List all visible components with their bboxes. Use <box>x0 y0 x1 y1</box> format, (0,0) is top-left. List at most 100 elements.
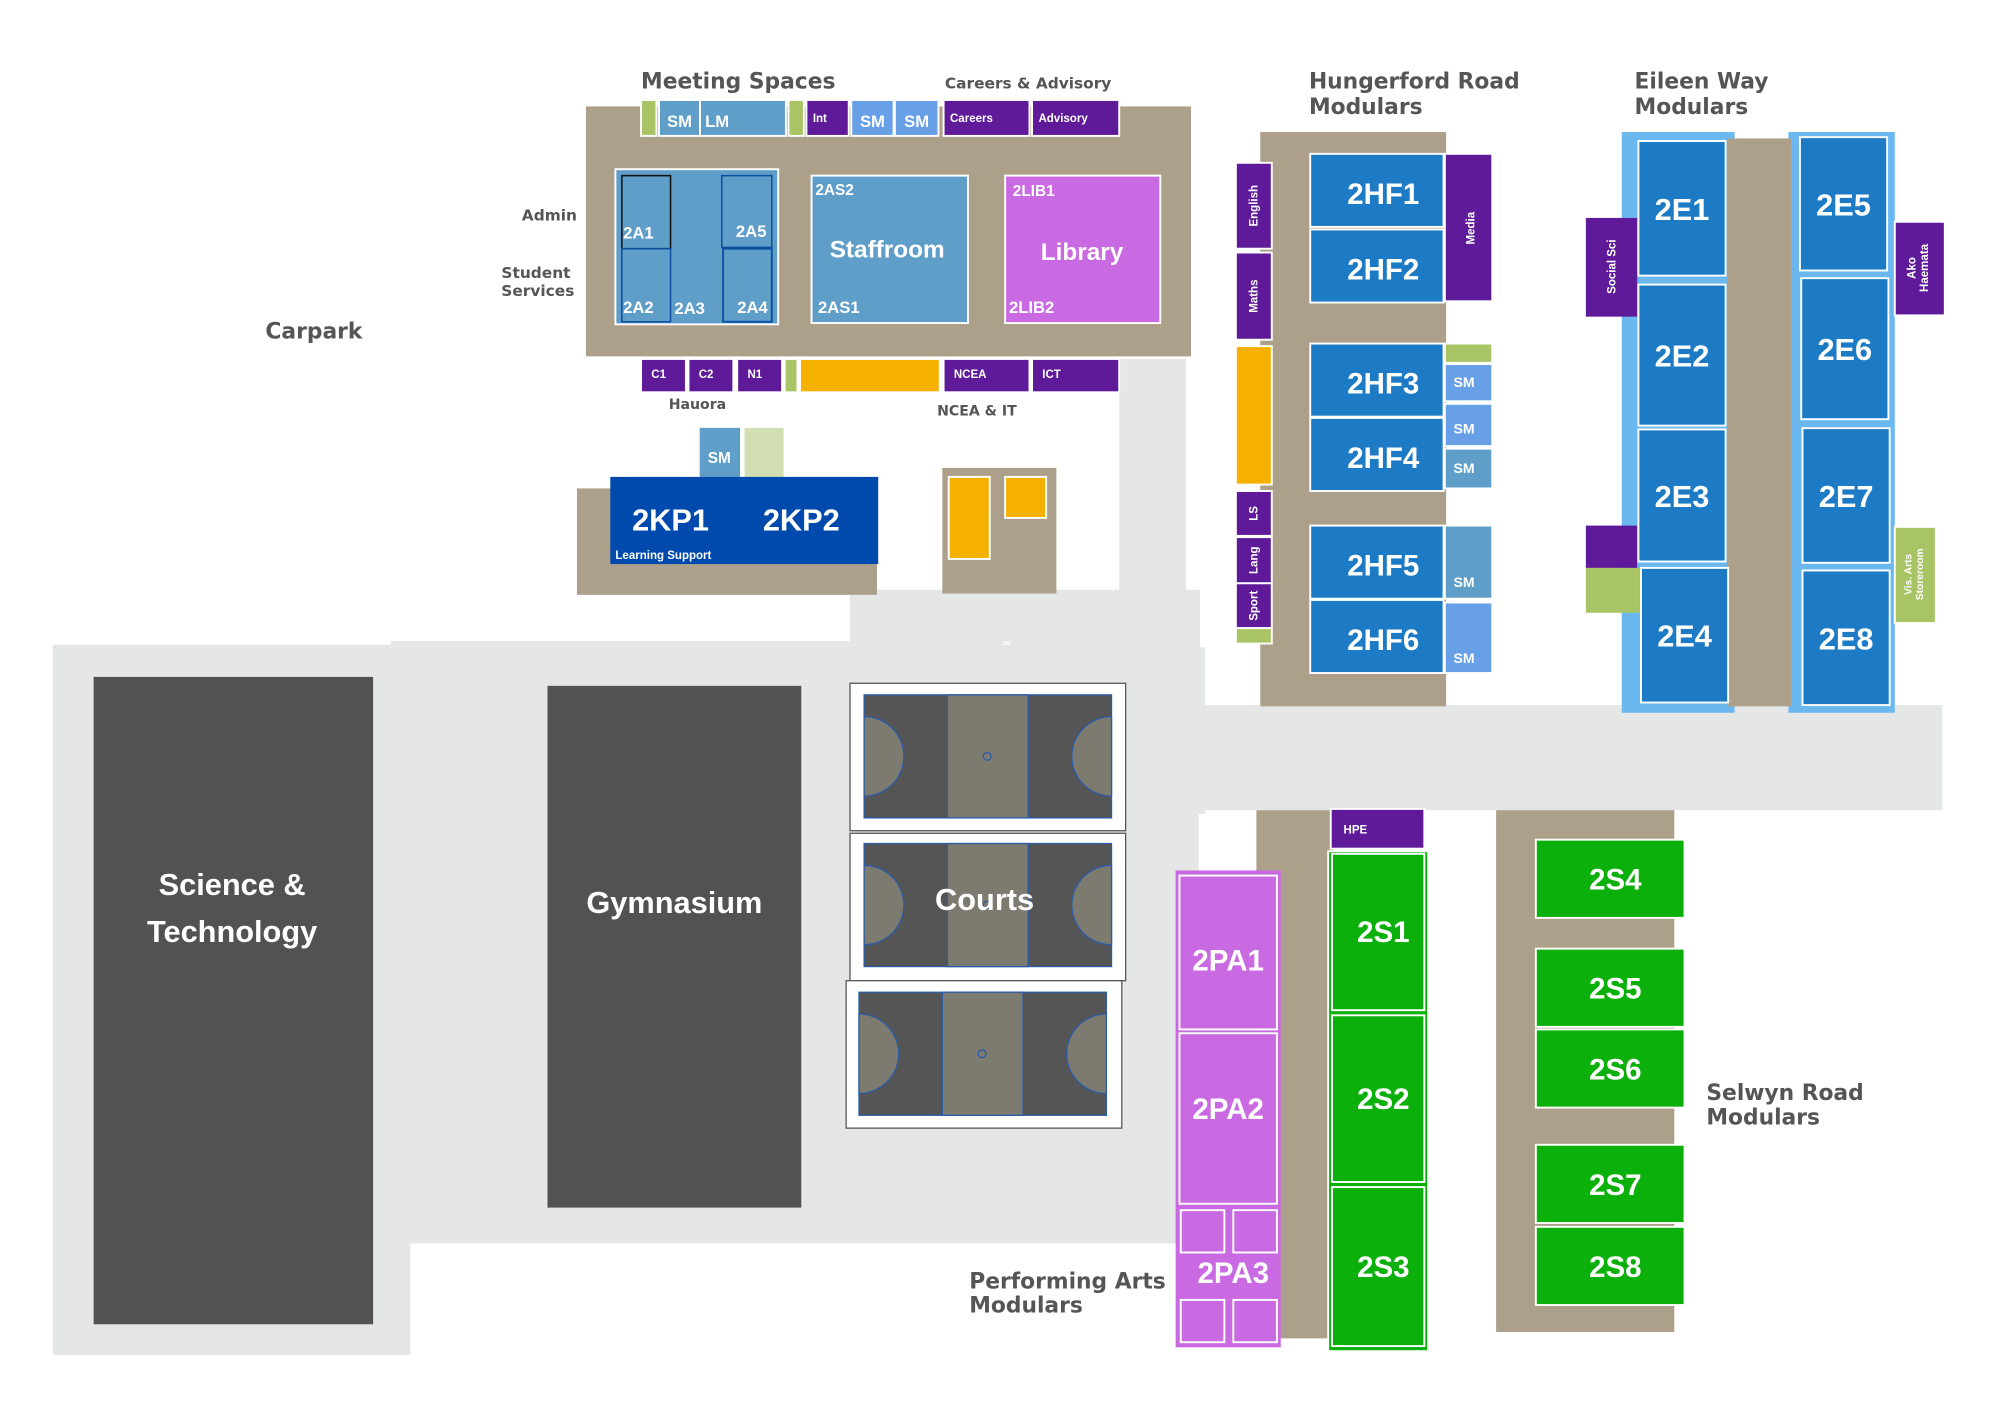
room-storage[interactable] <box>1234 345 1273 486</box>
room-label: 2E6 <box>1817 332 1872 367</box>
room-label: Careers <box>950 113 993 125</box>
room-storage[interactable] <box>1585 567 1640 613</box>
room-ict[interactable] <box>1031 357 1121 394</box>
room-sm[interactable] <box>850 99 895 137</box>
court-semicircle <box>863 715 905 797</box>
room-s1[interactable] <box>1331 852 1426 1012</box>
room-2pa3-part[interactable] <box>1232 1298 1278 1344</box>
room-2a4[interactable] <box>722 247 773 323</box>
room-sport[interactable] <box>1234 582 1273 630</box>
room-ls[interactable] <box>1234 490 1273 537</box>
room-e2[interactable] <box>1637 283 1727 427</box>
room-e7[interactable] <box>1801 427 1891 564</box>
room-lm[interactable] <box>699 99 787 137</box>
room-sm[interactable] <box>1443 601 1494 674</box>
room-label: SM <box>1453 374 1474 390</box>
room-c1[interactable] <box>640 357 687 394</box>
room-label: 2S4 <box>1589 864 1642 897</box>
room-storage[interactable] <box>947 475 991 560</box>
room-label: 2AS1 <box>818 298 860 317</box>
room-e6[interactable] <box>1800 277 1890 421</box>
room-label: 2LIB2 <box>1009 298 1054 317</box>
science-technology-building[interactable] <box>93 676 374 1325</box>
room-int[interactable] <box>805 99 850 137</box>
room-library[interactable] <box>1004 174 1162 325</box>
room-learning-support[interactable] <box>610 476 879 565</box>
room-hf3[interactable] <box>1309 342 1445 418</box>
room-2pa3-part[interactable] <box>1232 1209 1278 1254</box>
room-maths[interactable] <box>1234 251 1273 341</box>
room-e5[interactable] <box>1798 136 1889 272</box>
room-e8[interactable] <box>1801 569 1891 707</box>
room-2pa3-part[interactable] <box>1179 1298 1226 1344</box>
room-english[interactable] <box>1234 161 1273 250</box>
room-hf1[interactable] <box>1309 152 1445 228</box>
room-2pa1[interactable] <box>1178 874 1278 1031</box>
room-hf5[interactable] <box>1309 524 1445 600</box>
room-sm[interactable] <box>658 99 701 137</box>
room-storage[interactable] <box>1004 475 1048 519</box>
room-sm[interactable] <box>1443 402 1494 448</box>
room-label: SM <box>1453 574 1474 590</box>
tiny-sm-label: SM <box>1003 641 1011 647</box>
room-hpe[interactable] <box>1329 807 1426 850</box>
room-advisory[interactable] <box>1031 99 1121 137</box>
room-media[interactable] <box>1443 152 1494 303</box>
room-2pa2[interactable] <box>1178 1032 1278 1205</box>
room-ako-haemata[interactable] <box>1893 220 1946 317</box>
room-sm[interactable] <box>1443 524 1494 600</box>
room-vis-arts-storeroom[interactable] <box>1893 525 1937 624</box>
room-s5[interactable] <box>1534 947 1686 1028</box>
room-2a2[interactable] <box>621 247 672 323</box>
room-e4[interactable] <box>1640 566 1730 704</box>
room-label: 2A2 <box>623 298 654 317</box>
gymnasium-building[interactable] <box>547 685 802 1208</box>
room-storage[interactable] <box>1585 525 1638 568</box>
room-storage[interactable] <box>799 357 941 394</box>
room-label: 2PA3 <box>1198 1257 1270 1290</box>
room-storage[interactable] <box>742 425 786 480</box>
room-label: SM <box>1453 420 1474 436</box>
room-label: 2E5 <box>1816 187 1871 222</box>
room-label: SM <box>1453 460 1474 476</box>
area-label: Services <box>501 282 574 300</box>
room-e3[interactable] <box>1637 428 1727 563</box>
room-sm[interactable] <box>1443 447 1494 490</box>
room-lang[interactable] <box>1234 536 1273 585</box>
room-2a5[interactable] <box>721 174 773 249</box>
room-label: 2E2 <box>1655 339 1710 374</box>
room-n1[interactable] <box>736 357 784 394</box>
room-staffroom[interactable] <box>810 174 969 325</box>
room-e1[interactable] <box>1637 140 1727 277</box>
room-2a1[interactable] <box>621 174 672 250</box>
room-s6[interactable] <box>1534 1028 1686 1109</box>
room-sm[interactable] <box>893 99 940 137</box>
room-hf4[interactable] <box>1309 416 1445 492</box>
court-semicircle <box>863 864 905 946</box>
area-label: Selwyn Road <box>1706 1081 1863 1106</box>
room-hf6[interactable] <box>1309 598 1445 674</box>
room-storage[interactable] <box>1443 342 1494 364</box>
room-s7[interactable] <box>1534 1143 1686 1224</box>
room-storage[interactable] <box>640 99 658 137</box>
room-s8[interactable] <box>1534 1225 1686 1306</box>
room-sm[interactable] <box>697 425 743 480</box>
area-label: Meeting Spaces <box>641 69 835 94</box>
room-label: C1 <box>651 369 666 381</box>
room-c2[interactable] <box>687 357 735 394</box>
room-hf2[interactable] <box>1309 228 1445 304</box>
room-ncea[interactable] <box>942 357 1031 394</box>
room-s2[interactable] <box>1331 1014 1426 1183</box>
room-storage[interactable] <box>787 99 805 137</box>
area-label: Student <box>501 264 570 282</box>
room-sm[interactable] <box>1443 363 1494 403</box>
room-storage[interactable] <box>1234 627 1273 645</box>
room-storage[interactable] <box>783 357 799 394</box>
court-centre-circle <box>977 1049 987 1059</box>
room-label: Advisory <box>1038 113 1088 125</box>
room-s3[interactable] <box>1331 1186 1426 1348</box>
room-s4[interactable] <box>1534 838 1686 919</box>
room-careers[interactable] <box>942 99 1031 137</box>
room-2pa3-part[interactable] <box>1179 1209 1226 1254</box>
room-social-sci[interactable] <box>1585 217 1638 317</box>
